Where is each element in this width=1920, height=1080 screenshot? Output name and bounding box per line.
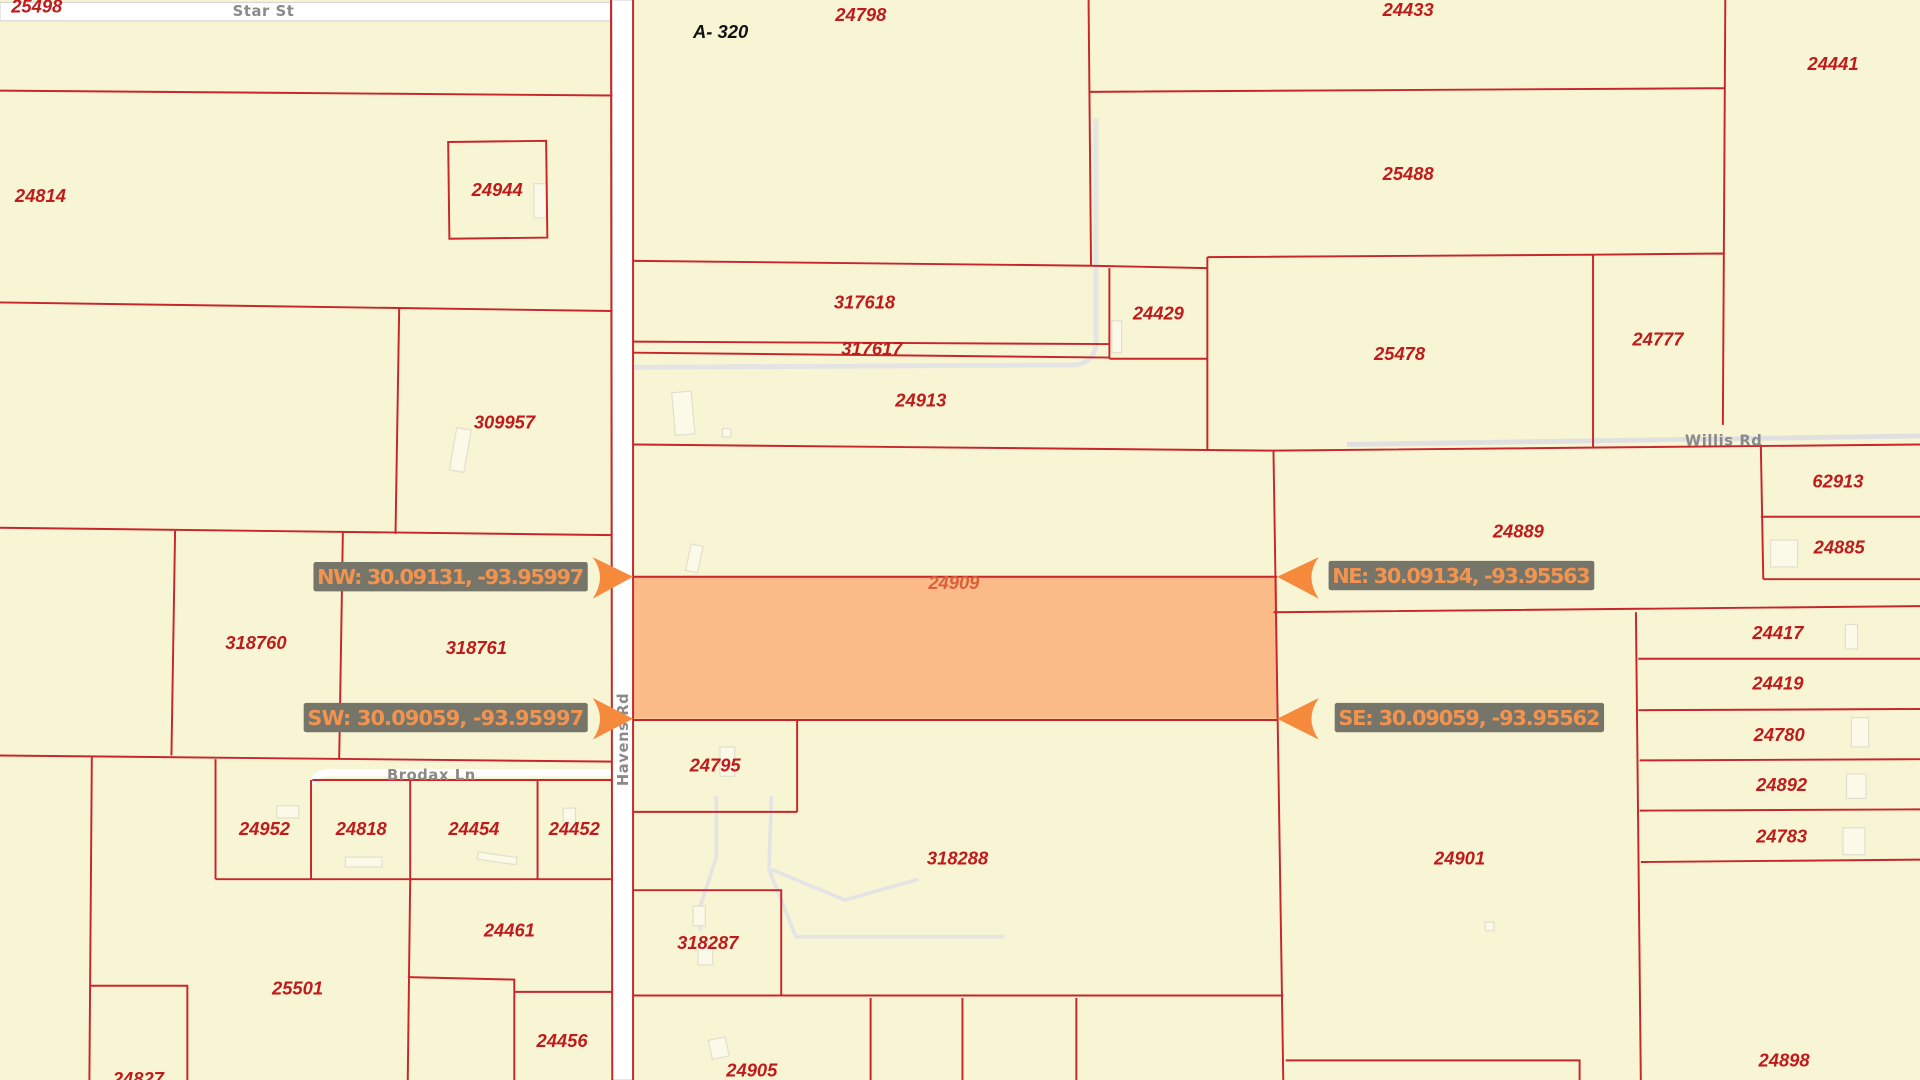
map-shape <box>0 89 613 763</box>
parcel-label: 24429 <box>1132 303 1185 324</box>
nw-corner-label: NW: 30.09131, -93.95997 <box>317 565 584 589</box>
map-shape <box>633 268 1920 1080</box>
parcel-label: 24944 <box>471 179 523 200</box>
driveway <box>633 118 1099 370</box>
parcel-label: 25498 <box>10 0 63 16</box>
nw-label-bg <box>313 562 588 592</box>
parcel-label: 24461 <box>483 920 535 941</box>
corner-markers: NW: 30.09131, -93.95997 SW: 30.09059, -9… <box>303 557 1605 740</box>
parcel-label: 62913 <box>1812 470 1863 491</box>
map-shape <box>633 575 1581 1080</box>
buildings <box>276 183 1870 1061</box>
parcel-label: 24456 <box>536 1030 589 1051</box>
parcel-label: 24818 <box>335 818 388 839</box>
parcel-label: 24898 <box>1758 1050 1811 1071</box>
building-footprint <box>707 1036 730 1061</box>
parcel-label: 318288 <box>927 847 989 868</box>
highlighted-parcel-area[interactable] <box>633 576 1278 719</box>
parcel-label: 24814 <box>14 185 66 206</box>
parcel-label: 24433 <box>1382 0 1434 20</box>
building-footprint <box>562 807 577 834</box>
building-footprint <box>684 543 704 574</box>
building-footprint <box>721 427 732 438</box>
building-footprint <box>1111 320 1123 354</box>
parcel-label: 24892 <box>1755 774 1808 795</box>
ne-arrow-icon <box>1277 557 1319 599</box>
road-label-brodax-ln: Brodax Ln <box>387 767 476 784</box>
map-shape <box>88 755 613 1080</box>
parcel-label: 318287 <box>677 932 739 953</box>
building-footprint <box>1770 539 1799 568</box>
parcel-label: 317617 <box>841 338 903 359</box>
map-shape <box>447 139 549 240</box>
building-footprint <box>719 746 736 777</box>
havens-rd-road <box>611 0 634 1080</box>
building-footprint <box>276 805 300 819</box>
parcel-label: 25478 <box>1373 343 1426 364</box>
parcel-label: 318760 <box>225 632 287 653</box>
parcel-label: 24454 <box>447 818 499 839</box>
road-label-willis-rd: Willis Rd <box>1685 433 1763 450</box>
building-footprint <box>1484 921 1495 932</box>
sw-arrow-icon <box>592 697 634 740</box>
map-shape <box>610 0 635 1080</box>
parcel-label: 24441 <box>1807 53 1859 74</box>
building-footprint <box>1842 827 1866 856</box>
building-footprint <box>476 851 518 866</box>
parcel-label: 24905 <box>725 1059 778 1080</box>
building-footprint <box>1850 716 1870 748</box>
parcel-label: 24952 <box>238 818 291 839</box>
parcel-label: 24795 <box>689 754 742 775</box>
se-arrow-icon <box>1277 697 1319 740</box>
highlighted-parcel-label: 24909 <box>927 572 980 593</box>
parcel-label: 24452 <box>548 818 601 839</box>
parcel-labels: 25498 24798 24433 24441 24814 24944 2548… <box>10 0 1865 1080</box>
parcel-label: 24419 <box>1751 672 1804 693</box>
parcel-label: 25488 <box>1382 163 1435 184</box>
building-footprint <box>671 390 696 437</box>
sw-corner-label: SW: 30.09059, -93.95997 <box>307 706 584 730</box>
building-footprint <box>697 942 714 966</box>
se-label-bg <box>1334 702 1605 733</box>
parcel-label: 309957 <box>474 412 536 433</box>
sw-label-bg <box>303 702 588 733</box>
parcel-label: 24889 <box>1492 521 1545 542</box>
parcel-label: 24901 <box>1433 847 1485 868</box>
survey-label: A- 320 <box>692 21 749 42</box>
ne-label-bg <box>1328 560 1595 591</box>
parcel-label: 24885 <box>1813 536 1866 557</box>
building-footprint <box>1845 773 1867 799</box>
se-corner-label: SE: 30.09059, -93.95562 <box>1338 706 1600 730</box>
map-shape <box>633 0 1727 451</box>
building-footprint <box>1844 623 1859 650</box>
parcel-label: 24780 <box>1753 724 1806 745</box>
parcel-label: 24783 <box>1755 825 1807 846</box>
parcel-label: 318761 <box>446 637 507 658</box>
parcel-label: 24777 <box>1631 328 1684 349</box>
road-label-havens-rd: Havens Rd <box>615 693 632 786</box>
building-footprint <box>448 426 472 474</box>
map-shape <box>90 879 613 1080</box>
star-st-road <box>0 1 613 22</box>
building-footprint <box>344 856 383 868</box>
nw-arrow-icon <box>592 557 634 599</box>
parcel-label: 24913 <box>894 390 946 411</box>
building-footprint <box>533 183 547 219</box>
ne-corner-label: NE: 30.09134, -93.95563 <box>1332 564 1590 588</box>
map-shape <box>1273 444 1920 1080</box>
parcel-label: 24798 <box>834 4 887 25</box>
building-footprint <box>692 905 706 927</box>
willis-rd-road <box>1346 433 1920 447</box>
map-shape <box>1638 657 1920 864</box>
road-label-star-st: Star St <box>233 3 295 20</box>
parcel-label: 25501 <box>271 977 323 998</box>
parcel-label: 24417 <box>1751 622 1804 643</box>
brodax-ln-road <box>308 768 613 786</box>
parcel-label: 24827 <box>112 1068 165 1080</box>
parcel-label: 317618 <box>834 292 896 313</box>
